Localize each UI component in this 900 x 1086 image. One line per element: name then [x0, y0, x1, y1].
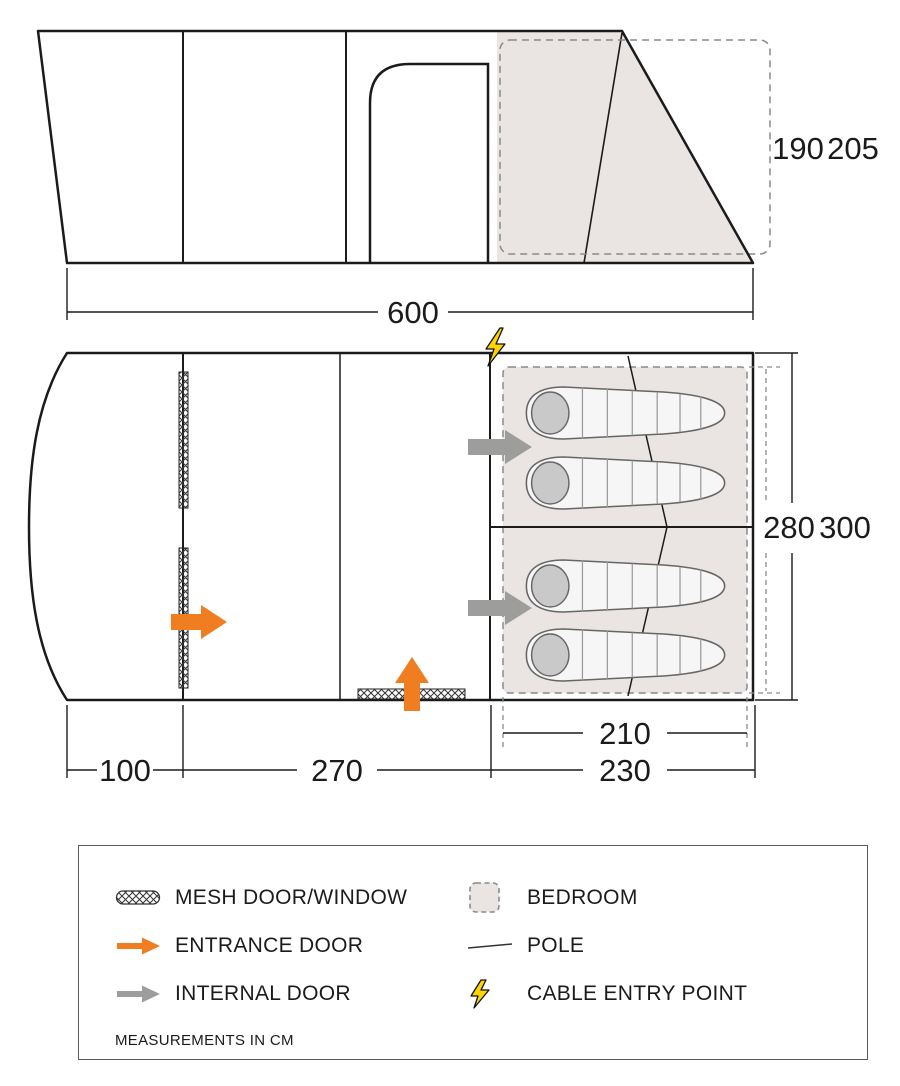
legend-label-pole: POLE	[527, 934, 585, 957]
measurements-note: MEASUREMENTS IN CM	[115, 1032, 294, 1049]
entrance-door-arrow-front	[395, 657, 429, 711]
legend-label-internal: INTERNAL DOOR	[175, 982, 351, 1005]
legend-label-mesh: MESH DOOR/WINDOW	[175, 886, 408, 909]
legend-item-cable: CABLE ENTRY POINT	[467, 978, 847, 1010]
side-bedroom-dashed-outline	[499, 39, 771, 255]
side-pole-line	[583, 32, 623, 264]
internal-door-arrow-top	[468, 430, 532, 464]
outer-height-label: 205	[827, 131, 879, 166]
legend-item-bedroom: BEDROOM	[467, 880, 847, 916]
side-elevation-view: 190 205	[36, 29, 879, 265]
mid-section-length-label: 270	[311, 753, 363, 788]
legend-label-entrance: ENTRANCE DOOR	[175, 934, 364, 957]
legend-label-bedroom: BEDROOM	[527, 886, 638, 909]
pole-line-icon	[467, 940, 527, 952]
cable-entry-bolt	[485, 327, 506, 367]
bedroom-swatch-icon	[467, 880, 527, 916]
entrance-door-arrow-side	[171, 605, 227, 639]
internal-arrow-icon	[115, 984, 175, 1004]
legend-box: MESH DOOR/WINDOW BEDROOM ENTRANCE DOOR P…	[78, 845, 868, 1060]
legend-grid: MESH DOOR/WINDOW BEDROOM ENTRANCE DOOR P…	[115, 874, 847, 1018]
inner-height-label: 190	[772, 131, 824, 166]
tent-diagram: 190 205 600	[27, 29, 879, 788]
length-dimension: 600	[66, 268, 754, 330]
legend-item-pole: POLE	[467, 934, 847, 958]
width-dimensions: 280 300	[749, 352, 871, 701]
internal-door-arrow-bottom	[468, 591, 532, 625]
side-bedroom-area	[497, 31, 753, 263]
bottom-dimensions: 210 100 270 230	[66, 697, 756, 788]
bedroom-inner-length-label: 210	[599, 716, 651, 751]
legend-item-entrance: ENTRANCE DOOR	[115, 934, 467, 958]
inner-width-label: 280	[763, 510, 815, 545]
total-length-label: 600	[387, 295, 439, 330]
entrance-arrow-icon	[115, 936, 175, 956]
front-section-length-label: 100	[99, 753, 151, 788]
legend-item-internal: INTERNAL DOOR	[115, 982, 467, 1006]
mesh-swatch-icon	[115, 889, 175, 907]
floorplan-view	[27, 327, 755, 711]
bedroom-outer-length-label: 230	[599, 753, 651, 788]
outer-width-label: 300	[819, 510, 871, 545]
legend-item-mesh: MESH DOOR/WINDOW	[115, 886, 467, 910]
side-outline-stroke	[36, 29, 755, 265]
side-door-arch	[368, 62, 490, 263]
mesh-window-top	[178, 371, 189, 509]
cable-bolt-icon	[467, 978, 527, 1010]
legend-label-cable: CABLE ENTRY POINT	[527, 982, 748, 1005]
